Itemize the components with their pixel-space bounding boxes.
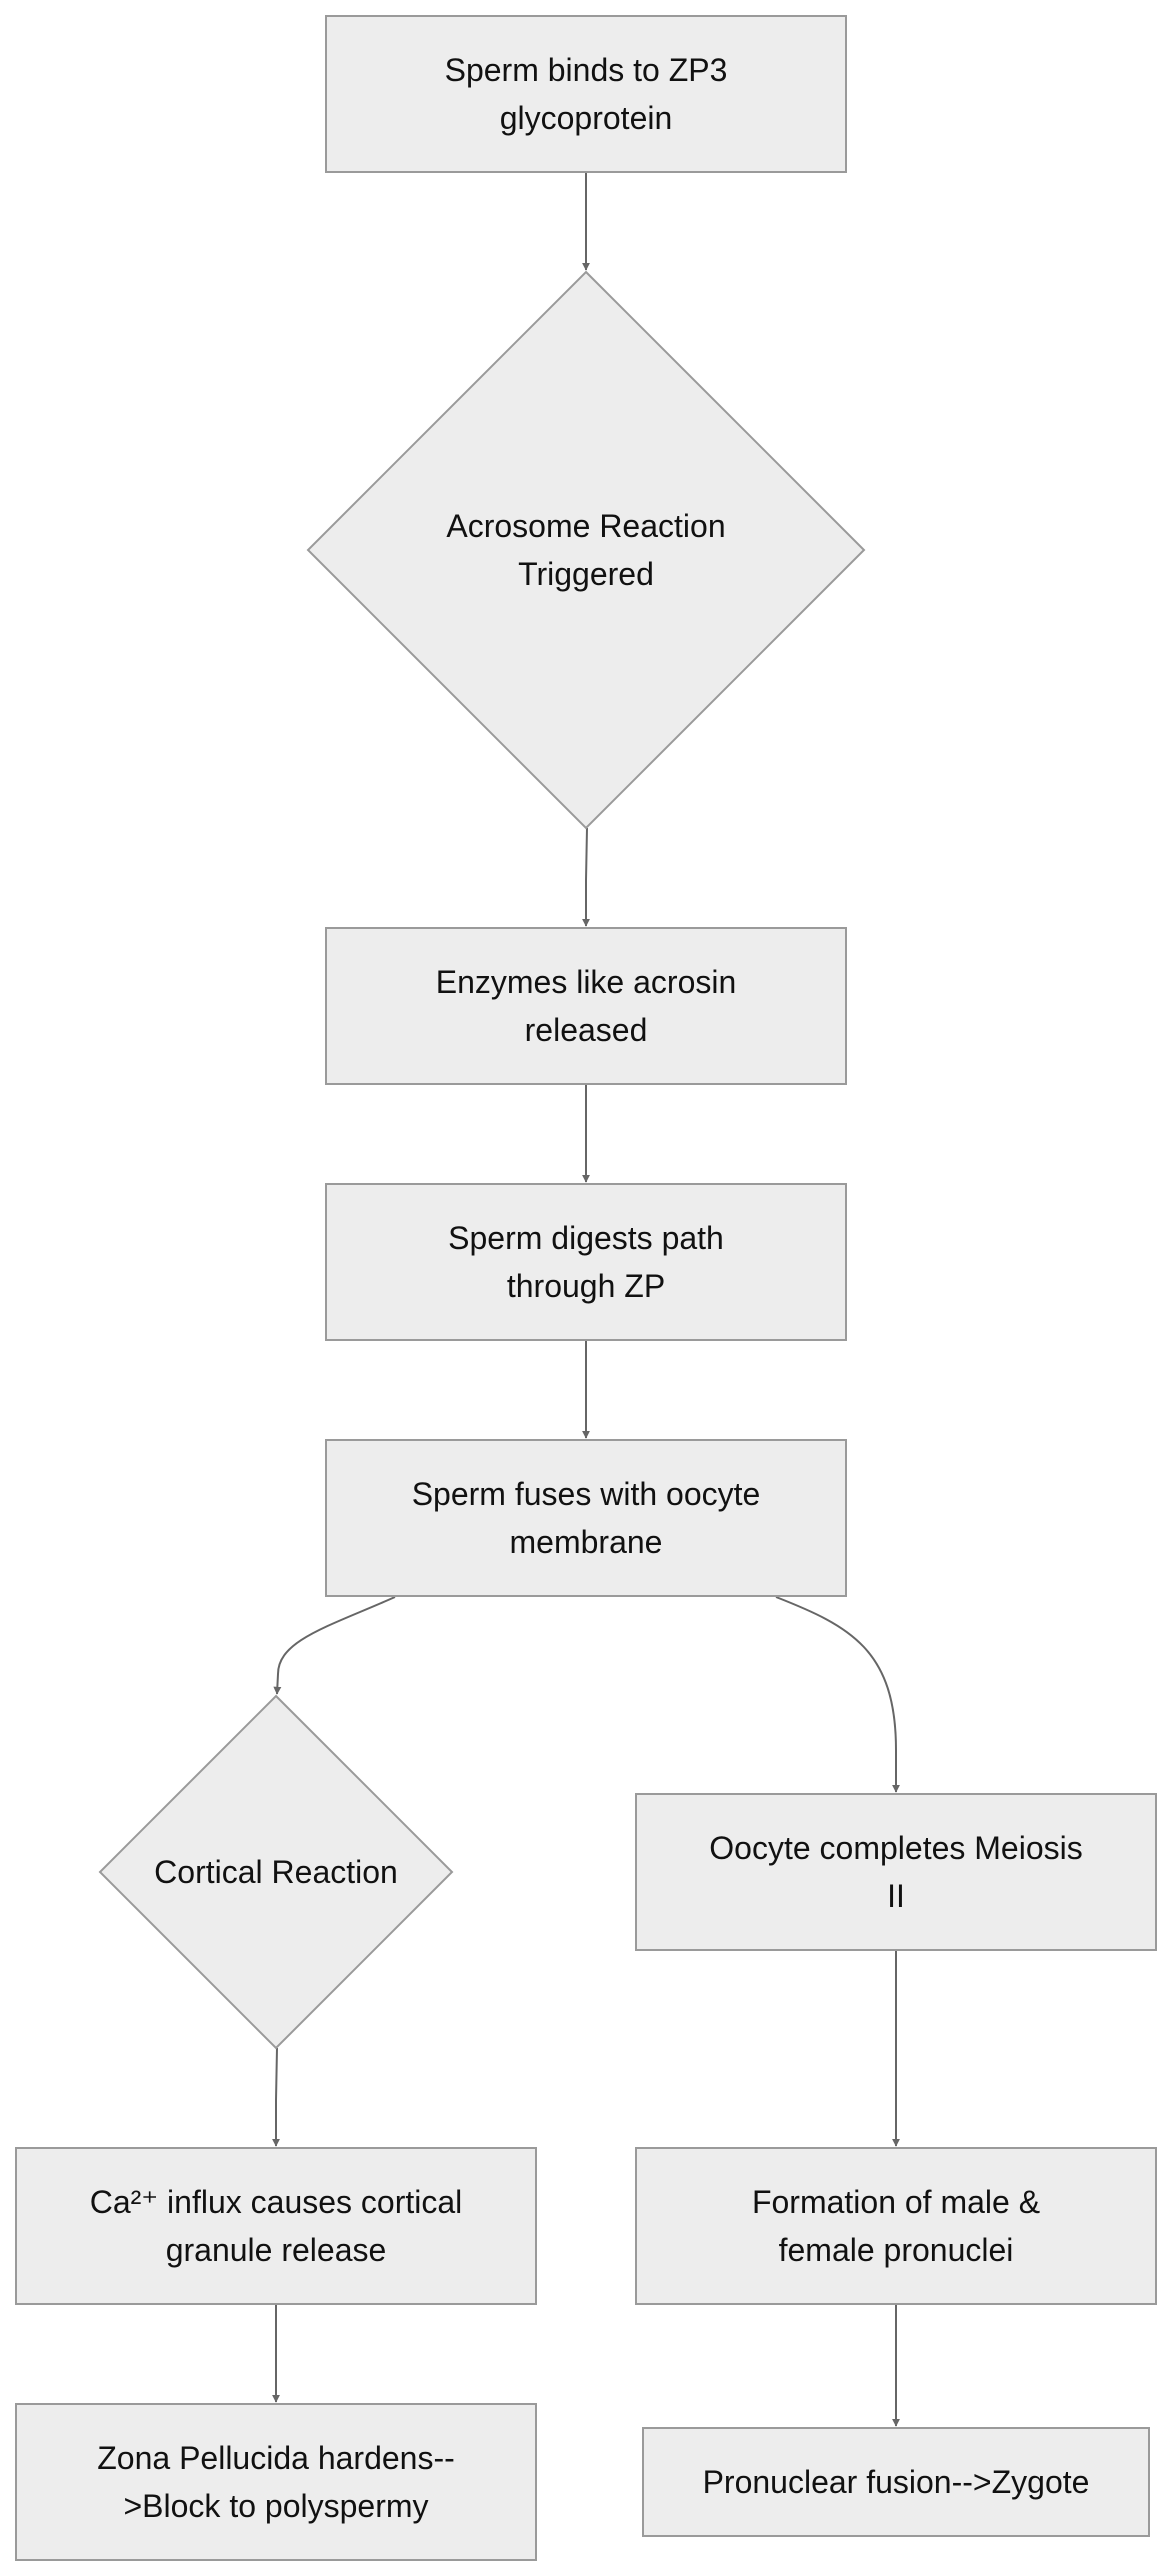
node-label-line: Enzymes like acrosin — [436, 964, 737, 1000]
node-label-line: released — [525, 1012, 648, 1048]
node-label-line: female pronuclei — [779, 2232, 1014, 2268]
node-label-line: Pronuclear fusion-->Zygote — [703, 2464, 1090, 2500]
node-label: Pronuclear fusion-->Zygote — [703, 2464, 1090, 2500]
node-label: Formation of male & female pronuclei — [752, 2184, 1040, 2268]
node-label-line: Formation of male & — [752, 2184, 1040, 2220]
edges-layer — [272, 172, 900, 2427]
process-box — [325, 1183, 847, 1341]
process-box — [325, 1439, 847, 1597]
node-label-line: Zona Pellucida hardens-- — [97, 2440, 455, 2476]
node-n11: Pronuclear fusion-->Zygote — [642, 2427, 1150, 2537]
edge-n5-to-n7 — [775, 1596, 900, 1793]
process-box — [325, 15, 847, 173]
node-label-line: II — [887, 1878, 905, 1914]
node-label-line: >Block to polyspermy — [123, 2488, 428, 2524]
node-label: Ca²⁺ influx causes cortical granule relea… — [90, 2184, 463, 2268]
node-n1: Sperm binds to ZP3 glycoprotein — [325, 15, 847, 173]
process-box — [15, 2147, 537, 2305]
node-n3: Enzymes like acrosin released — [325, 927, 847, 1085]
node-label: Zona Pellucida hardens-- >Block to polysp… — [97, 2440, 455, 2524]
node-label-line: through ZP — [507, 1268, 665, 1304]
node-label: Sperm binds to ZP3 glycoprotein — [445, 52, 728, 136]
edge-n5-to-n6 — [273, 1596, 396, 1695]
node-n4: Sperm digests path through ZP — [325, 1183, 847, 1341]
node-label-line: Ca²⁺ influx causes cortical — [90, 2184, 463, 2220]
decision-diamond — [306, 270, 866, 830]
decision-diamond — [98, 1694, 454, 2050]
node-label: Cortical Reaction — [154, 1854, 398, 1890]
node-label-line: Sperm binds to ZP3 — [445, 52, 728, 88]
process-box — [642, 2427, 1150, 2537]
edge-n6-to-n8 — [272, 2047, 280, 2147]
node-label-line: Cortical Reaction — [154, 1854, 398, 1890]
process-box — [15, 2403, 537, 2561]
node-n5: Sperm fuses with oocyte membrane — [325, 1439, 847, 1597]
node-label-line: Sperm fuses with oocyte — [412, 1476, 761, 1512]
node-label-line: glycoprotein — [500, 100, 673, 136]
node-n10: Zona Pellucida hardens-- >Block to polysp… — [15, 2403, 537, 2561]
node-label-line: Acrosome Reaction — [446, 508, 725, 544]
node-label-line: membrane — [510, 1524, 663, 1560]
node-label: Sperm digests path through ZP — [448, 1220, 724, 1304]
node-label-line: Sperm digests path — [448, 1220, 724, 1256]
node-label: Sperm fuses with oocyte membrane — [412, 1476, 761, 1560]
node-label-line: Triggered — [518, 556, 654, 592]
node-n8: Ca²⁺ influx causes cortical granule relea… — [15, 2147, 537, 2305]
edge-n2-to-n3 — [582, 827, 590, 927]
process-box — [325, 927, 847, 1085]
process-box — [635, 1793, 1157, 1951]
node-n9: Formation of male & female pronuclei — [635, 2147, 1157, 2305]
node-label-line: Oocyte completes Meiosis — [709, 1830, 1082, 1866]
node-label-line: granule release — [166, 2232, 387, 2268]
process-box — [635, 2147, 1157, 2305]
node-n6: Cortical Reaction — [98, 1694, 454, 2050]
node-label: Enzymes like acrosin released — [436, 964, 737, 1048]
